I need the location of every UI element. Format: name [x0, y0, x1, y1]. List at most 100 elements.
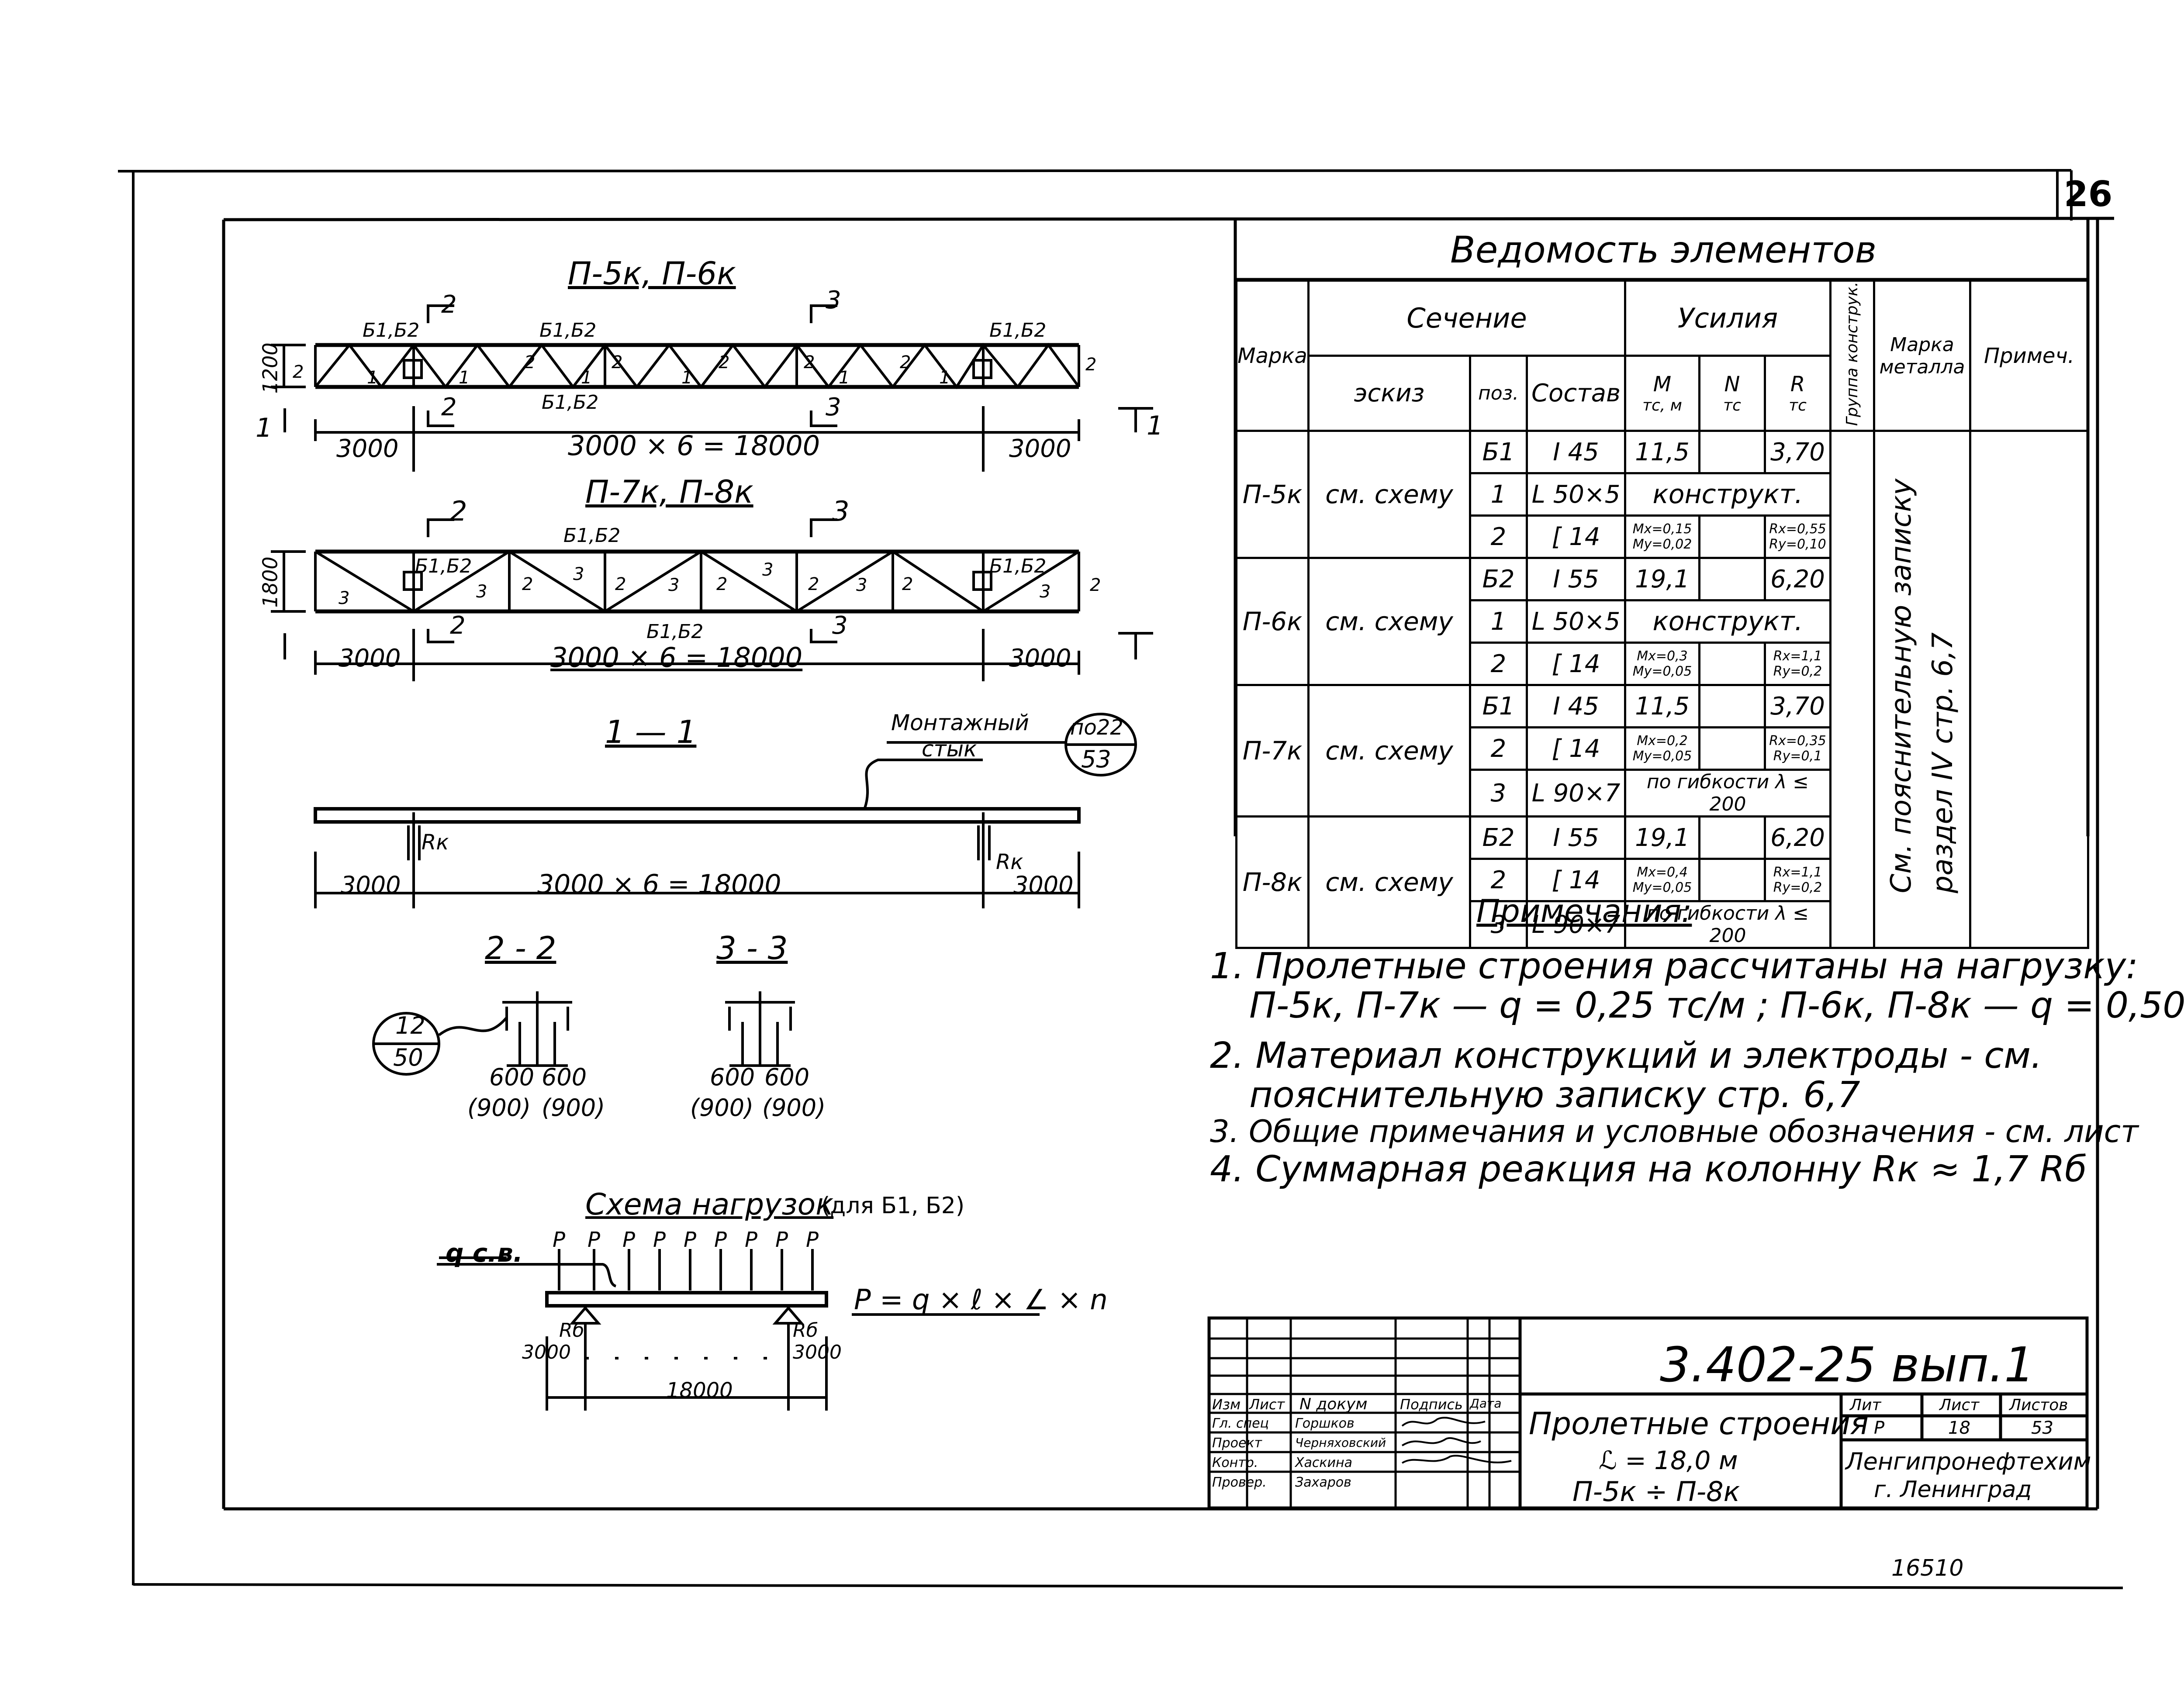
- point-load: P: [622, 1228, 635, 1252]
- load-scheme-title: Схема нагрузок: [585, 1187, 834, 1222]
- s11-panel-mid: 3000 × 6 = 18000: [537, 869, 781, 900]
- member-mark: 2: [612, 352, 623, 373]
- truss-a-lines: [271, 304, 1153, 472]
- row-m: Mx=0,4 My=0,05: [1624, 858, 1700, 903]
- point-load: P: [587, 1228, 600, 1252]
- point-load: P: [806, 1228, 819, 1252]
- table-row: 2 [ 14 Mx=0,15 My=0,02 Rx=0,55 Ry=0,10: [1237, 514, 2088, 559]
- section-mark: 3: [832, 611, 848, 640]
- col-forces: Усилия: [1624, 279, 1832, 357]
- section-2-2-title: 2 - 2: [485, 930, 556, 966]
- node-label: Б1,Б2: [415, 555, 472, 577]
- truss-b-panel-left: 3000: [339, 644, 401, 673]
- table-row: 2 [ 14 Mx=0,4 My=0,05 Rx=1,1 Ry=0,2: [1237, 858, 2088, 903]
- table-row: П-8к см. схему Б2 I 55 19,1 6,20: [1235, 815, 2088, 949]
- member-mark: 1: [939, 368, 950, 388]
- row-r: Rx=1,1 Ry=0,2: [1764, 858, 1832, 903]
- self-weight-label: q с.в.: [446, 1238, 523, 1268]
- load-span: 18000: [666, 1378, 733, 1403]
- table-row: 3 L 90×7 по гибкости λ ≤ 200: [1237, 900, 2088, 949]
- member-mark: 2: [293, 362, 304, 382]
- row-comp: L 90×7: [1526, 769, 1626, 818]
- row-pos: Б1: [1469, 684, 1528, 729]
- row-r: 3,70: [1764, 430, 1832, 475]
- stamp-lines: [1207, 1316, 2089, 1510]
- truss-a-panel-left: 3000: [336, 435, 399, 463]
- member-mark: 3: [339, 588, 350, 608]
- section-mark: 3: [832, 495, 850, 527]
- stamp-h-date: Дата: [1470, 1396, 1502, 1411]
- row-m: 11,5: [1624, 430, 1700, 475]
- col-n: N тс: [1698, 355, 1766, 432]
- row-comp: I 45: [1526, 430, 1626, 475]
- ref-sheet-bottom: 53: [1081, 745, 1111, 773]
- joint-label-2: стык: [922, 736, 977, 762]
- load-dim-left: 3000: [522, 1341, 571, 1363]
- section-mark: 3: [826, 393, 841, 421]
- dim-right: 600: [542, 1063, 587, 1091]
- ref-bottom: 50: [393, 1044, 423, 1071]
- point-load: P: [714, 1228, 727, 1252]
- row-m: 11,5: [1624, 684, 1700, 729]
- doc-code: 3.402-25 вып.1: [1660, 1337, 2035, 1393]
- member-mark: 2: [1085, 355, 1097, 375]
- reaction-label: Rб: [793, 1319, 818, 1342]
- col-n-unit: тс: [1723, 397, 1741, 415]
- col-r: R тс: [1764, 355, 1832, 432]
- row-comp: L 90×7: [1526, 900, 1626, 949]
- stamp-title-3: П-5к ÷ П-8к: [1572, 1476, 1740, 1508]
- stamp-role: Проект: [1212, 1435, 1262, 1451]
- section-mark: 3: [826, 286, 841, 314]
- joint-label: Монтажный: [891, 710, 1029, 735]
- section-1-1-title: 1 — 1: [605, 714, 697, 750]
- row-mark: П-5к: [1235, 430, 1310, 559]
- table-row: 1 L 50×5 конструкт.: [1237, 599, 2088, 644]
- row-pos: 3: [1469, 900, 1528, 949]
- row-pos: Б2: [1469, 557, 1528, 602]
- stamp-role: Контр.: [1212, 1455, 1258, 1470]
- row-sketch: см. схему: [1307, 557, 1471, 687]
- stamp-sheet: 18: [1948, 1418, 1970, 1438]
- table-row: 1 L 50×5 конструкт.: [1237, 472, 2088, 517]
- load-formula: P = q × ℓ × ∠ × n: [854, 1284, 1108, 1316]
- reaction-label: Rк: [422, 830, 449, 855]
- member-mark: 2: [524, 352, 536, 373]
- reaction-label: Rб: [559, 1319, 584, 1342]
- stamp-h-izm: Изм: [1212, 1396, 1241, 1413]
- row-merged: по гибкости λ ≤ 200: [1624, 769, 1832, 818]
- truss-a-panel-mid: 3000 × 6 = 18000: [568, 430, 820, 462]
- stamp-h-list: Лист: [1249, 1396, 1285, 1413]
- signatures: [1401, 1417, 1512, 1464]
- member-mark: 1: [367, 368, 378, 388]
- col-r-label: R: [1790, 372, 1805, 397]
- row-n: [1698, 858, 1766, 903]
- reaction-label: Rк: [996, 850, 1023, 874]
- elements-table: Марка Сечение Усилия Группа конструк. Ма…: [1235, 279, 2089, 949]
- member-mark: 3: [476, 582, 487, 602]
- col-mark: Марка: [1235, 279, 1310, 432]
- stamp-name: Хаскина: [1295, 1455, 1353, 1470]
- row-comp: [ 14: [1526, 858, 1626, 903]
- section-mark: 2: [450, 495, 467, 527]
- member-mark: 2: [522, 574, 533, 594]
- stamp-sheets: 53: [2031, 1418, 2053, 1438]
- section-2-2-lines: [372, 991, 572, 1076]
- node-label: Б1,Б2: [539, 319, 597, 342]
- section-1-1-lines: [314, 713, 1137, 908]
- stamp-h-sheet: Лист: [1939, 1396, 1980, 1414]
- stamp-h-sign: Подпись: [1400, 1396, 1463, 1413]
- row-pos: 2: [1469, 642, 1528, 687]
- row-m: 19,1: [1624, 557, 1700, 602]
- point-load: P: [745, 1228, 757, 1252]
- row-pos: 3: [1469, 769, 1528, 818]
- row-r: 3,70: [1764, 684, 1832, 729]
- col-steel-label: Марка: [1890, 333, 1954, 356]
- row-pos: 1: [1469, 599, 1528, 644]
- note-line: 3. Общие примечания и условные обозначен…: [1210, 1114, 2139, 1149]
- member-mark: 2: [902, 574, 913, 594]
- col-section: Сечение: [1307, 279, 1626, 357]
- row-comp: I 55: [1526, 557, 1626, 602]
- row-pos: Б2: [1469, 815, 1528, 860]
- col-n-label: N: [1724, 372, 1740, 397]
